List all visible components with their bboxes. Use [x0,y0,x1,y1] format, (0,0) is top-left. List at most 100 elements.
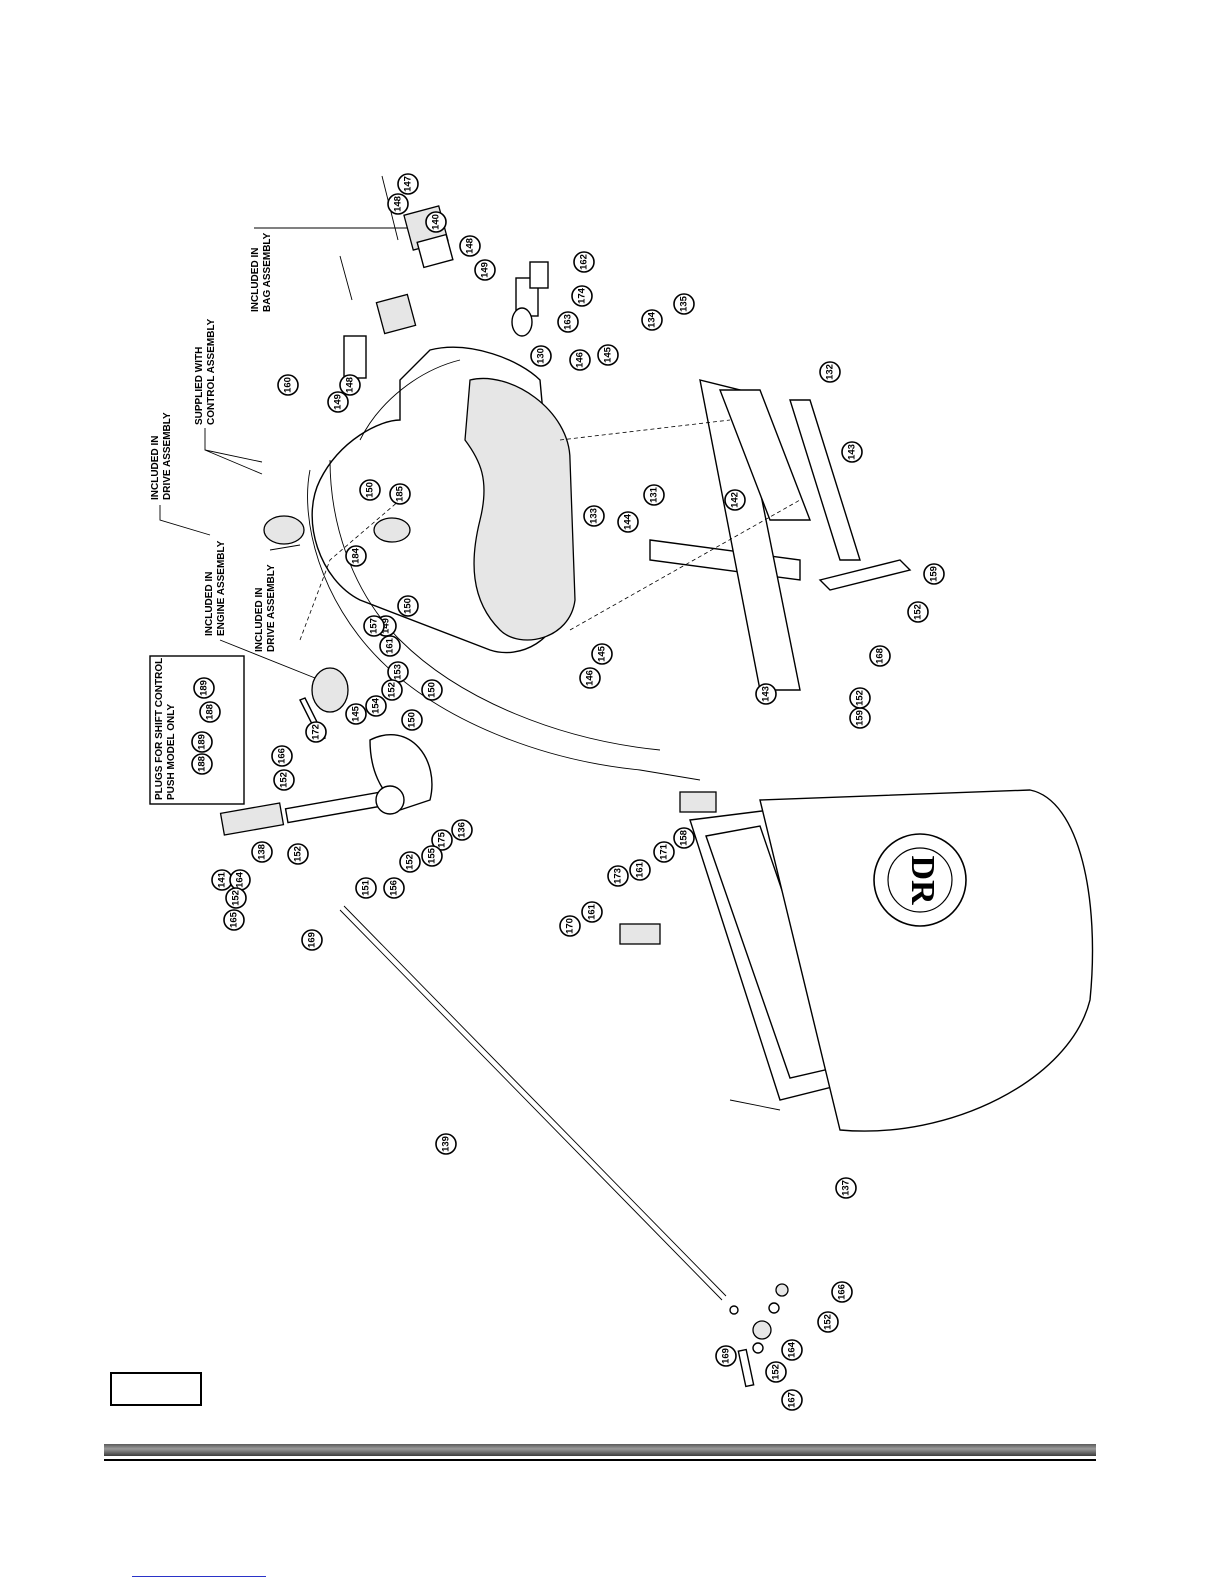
note-drive-assembly-top: INCLUDED IN DRIVE ASSEMBLY [150,412,173,500]
callout-c168: 168 [869,645,891,667]
callout-c152a: 152 [907,601,929,623]
callout-c149b: 149 [327,391,349,413]
callout-c139: 139 [435,1133,457,1155]
note-engine-assembly-line2: ENGINE ASSEMBLY [216,540,227,636]
callout-number: 152 [823,1314,834,1330]
callout-c148c: 148 [339,374,361,396]
callout-number: 163 [563,314,574,330]
callout-number: 150 [427,682,438,698]
callout-c141: 141 [211,869,233,891]
callout-c164b: 164 [781,1339,803,1361]
pin-167 [737,1348,755,1388]
note-bag-assembly: INCLUDED IN BAG ASSEMBLY [250,232,273,312]
dashed-line-3 [559,419,731,441]
callout-number: 152 [231,890,242,906]
callout-c166b: 166 [831,1281,853,1303]
callout-c152c: 152 [381,679,403,701]
drive-mid-note-leader [269,544,301,551]
callout-number: 152 [293,846,304,862]
callout-c145b: 145 [591,643,613,665]
callout-number: 149 [381,618,392,634]
rail-132 [789,399,861,561]
callout-number: 147 [403,176,414,192]
callout-number: 164 [787,1341,798,1358]
callout-number: 154 [371,697,382,714]
callout-number: 164 [235,871,246,888]
callout-c133: 133 [583,505,605,527]
cover-160 [343,335,367,379]
callout-number: 160 [283,377,294,393]
callout-c155: 155 [421,845,443,867]
plugs-note-line2: PUSH MODEL ONLY [166,704,177,800]
engine-note-leader [219,639,321,681]
callout-c169b: 169 [715,1345,737,1367]
pulley-184 [373,517,411,543]
hinge-bracket-left [375,293,417,335]
callout-c152e: 152 [399,851,421,873]
callout-number: 168 [875,648,886,664]
callout-number: 188 [205,704,216,720]
callout-c143b: 143 [755,683,777,705]
plugs-note: PLUGS FOR SHIFT CONTROL PUSH MODEL ONLY [154,658,177,800]
callout-number: 162 [579,254,590,270]
callout-number: 175 [437,831,448,848]
bar-139 [339,909,723,1301]
callout-c148a: 148 [387,193,409,215]
callout-c152d: 152 [273,769,295,791]
callout-number: 161 [635,861,646,878]
callout-number: 166 [277,748,288,764]
callout-c159a: 159 [923,563,945,585]
callout-number: 151 [361,879,372,896]
callout-c150c: 150 [421,679,443,701]
callout-c161a: 161 [379,635,401,657]
note-bag-assembly-line2: BAG ASSEMBLY [262,232,273,312]
callout-c134: 134 [641,309,663,331]
callout-number: 150 [407,712,418,728]
callout-c146a: 146 [569,349,591,371]
seat-130 [464,377,576,641]
footer-rule-thin [104,1459,1096,1461]
callout-c189a: 189 [193,677,215,699]
callout-c166a: 166 [271,745,293,767]
callout-number: 148 [345,377,356,393]
callout-c188b: 188 [191,753,213,775]
note-drive-assembly-top-line2: DRIVE ASSEMBLY [162,412,173,500]
callout-number: 169 [307,932,318,948]
washer-152b [752,1342,764,1354]
callout-c161c: 161 [581,901,603,923]
callout-number: 137 [841,1180,852,1196]
callout-number: 150 [365,482,376,498]
note-engine-assembly: INCLUDED IN ENGINE ASSEMBLY [204,540,227,636]
callout-c158: 158 [673,827,695,849]
callout-c160: 160 [277,374,299,396]
nut-166 [775,1283,789,1297]
knob-185 [263,515,305,545]
callout-c167: 167 [781,1389,803,1411]
callout-number: 155 [427,847,438,864]
callout-c150a: 150 [359,479,381,501]
callout-number: 141 [217,871,228,888]
note-control-assembly: SUPPLIED WITH CONTROL ASSEMBLY [194,318,217,425]
callout-c173: 173 [607,865,629,887]
callout-number: 169 [721,1348,732,1364]
bolt-upper [339,255,353,301]
callout-number: 159 [855,710,866,726]
handle-tube-2 [329,459,661,751]
callout-number: 148 [393,196,404,212]
callout-number: 152 [405,854,416,870]
washer-152 [768,1302,780,1314]
note-engine-assembly-line1: INCLUDED IN [204,572,215,636]
callout-number: 170 [565,918,576,934]
callout-c150b: 150 [397,595,419,617]
callout-number: 145 [603,346,614,363]
dr-logo: DR [873,833,967,927]
callout-c154: 154 [365,695,387,717]
footer-link-underline[interactable] [132,1576,266,1577]
plugs-note-line1: PLUGS FOR SHIFT CONTROL [154,658,165,800]
callout-c184: 184 [345,545,367,567]
callout-c149a: 149 [474,259,496,281]
callout-c153: 153 [387,661,409,683]
callout-c175: 175 [431,829,453,851]
callout-c150d: 150 [401,709,423,731]
